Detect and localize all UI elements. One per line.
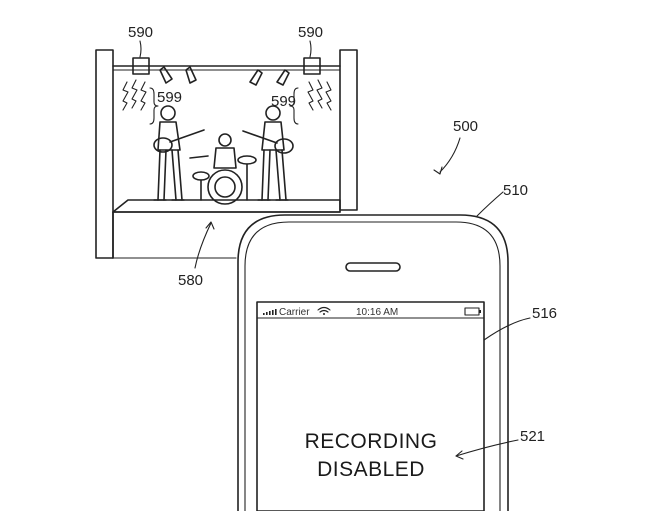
light-590-right [303, 57, 321, 75]
recording-message: RECORDING DISABLED [305, 430, 438, 481]
ref-516: 516 [532, 305, 557, 322]
carrier-label: Carrier [279, 307, 310, 318]
stage-right-pillar [339, 49, 358, 211]
mobile-device [237, 214, 509, 511]
ref-590-left: 590 [128, 24, 153, 41]
light-rays-left [122, 79, 147, 111]
spotlights [159, 66, 290, 86]
ref-599-right: 599 [271, 93, 296, 110]
ref-521: 521 [520, 428, 545, 445]
ref-599-left: 599 [157, 89, 182, 106]
ref-510: 510 [503, 182, 528, 199]
signal-bars-icon [263, 309, 277, 315]
guitarist-right [242, 105, 294, 201]
battery-icon [464, 307, 481, 316]
wifi-icon [317, 306, 331, 315]
drummer [189, 133, 257, 205]
device-screen [256, 301, 485, 511]
light-rays-right [307, 79, 332, 111]
light-590-left [132, 57, 150, 75]
device-outer-body [237, 214, 509, 511]
status-time: 10:16 AM [356, 307, 398, 318]
device-inner-bezel [244, 221, 501, 511]
stage-platform [112, 199, 341, 259]
message-line-2: DISABLED [317, 458, 425, 481]
reference-labels: 590 590 599 599 500 510 580 516 521 [128, 24, 557, 460]
ref-590-right: 590 [298, 24, 323, 41]
ref-580: 580 [178, 272, 203, 289]
earpiece-speaker [345, 262, 401, 272]
guitarist-left [153, 105, 205, 201]
stage-left-pillar [95, 49, 114, 259]
ref-500: 500 [453, 118, 478, 135]
status-bar: Carrier 10:16 AM [263, 306, 481, 318]
message-line-1: RECORDING [305, 430, 438, 453]
concert-stage [95, 49, 358, 259]
